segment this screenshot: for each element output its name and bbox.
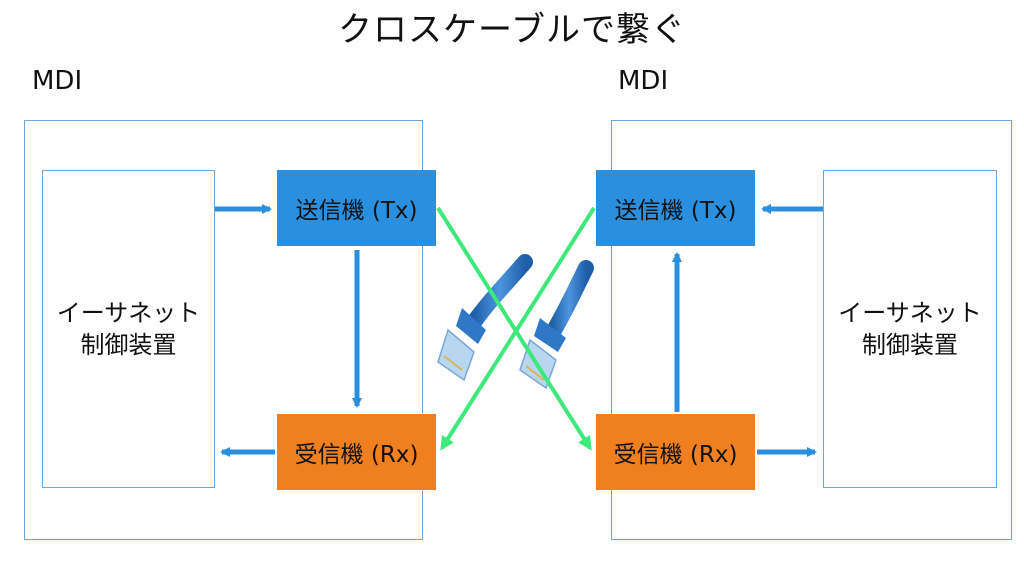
left-ethernet-controller: イーサネット 制御装置	[42, 170, 215, 488]
right-ethernet-controller: イーサネット 制御装置	[823, 170, 997, 488]
right-transmitter: 送信機 (Tx)	[596, 170, 755, 246]
right-controller-line1: イーサネット	[838, 298, 982, 327]
left-tx-to-right-rx-link	[436, 206, 592, 451]
right-mdi-label: MDI	[618, 66, 669, 96]
rj45-cable-icon	[437, 254, 533, 382]
right-receiver: 受信機 (Rx)	[596, 414, 755, 490]
left-mdi-label: MDI	[32, 66, 83, 96]
diagram-title: クロスケーブルで繋ぐ	[338, 10, 686, 50]
left-controller-line2: 制御装置	[80, 331, 177, 359]
left-controller-line1: イーサネット	[56, 298, 201, 327]
right-controller-line2: 制御装置	[862, 331, 958, 359]
right-mdi-box	[611, 120, 1012, 540]
right-tx-to-left-rx-link	[440, 206, 596, 451]
left-transmitter: 送信機 (Tx)	[277, 170, 436, 246]
left-receiver: 受信機 (Rx)	[277, 414, 436, 490]
rj45-cable-icon	[519, 260, 594, 390]
left-mdi-box	[24, 120, 423, 540]
